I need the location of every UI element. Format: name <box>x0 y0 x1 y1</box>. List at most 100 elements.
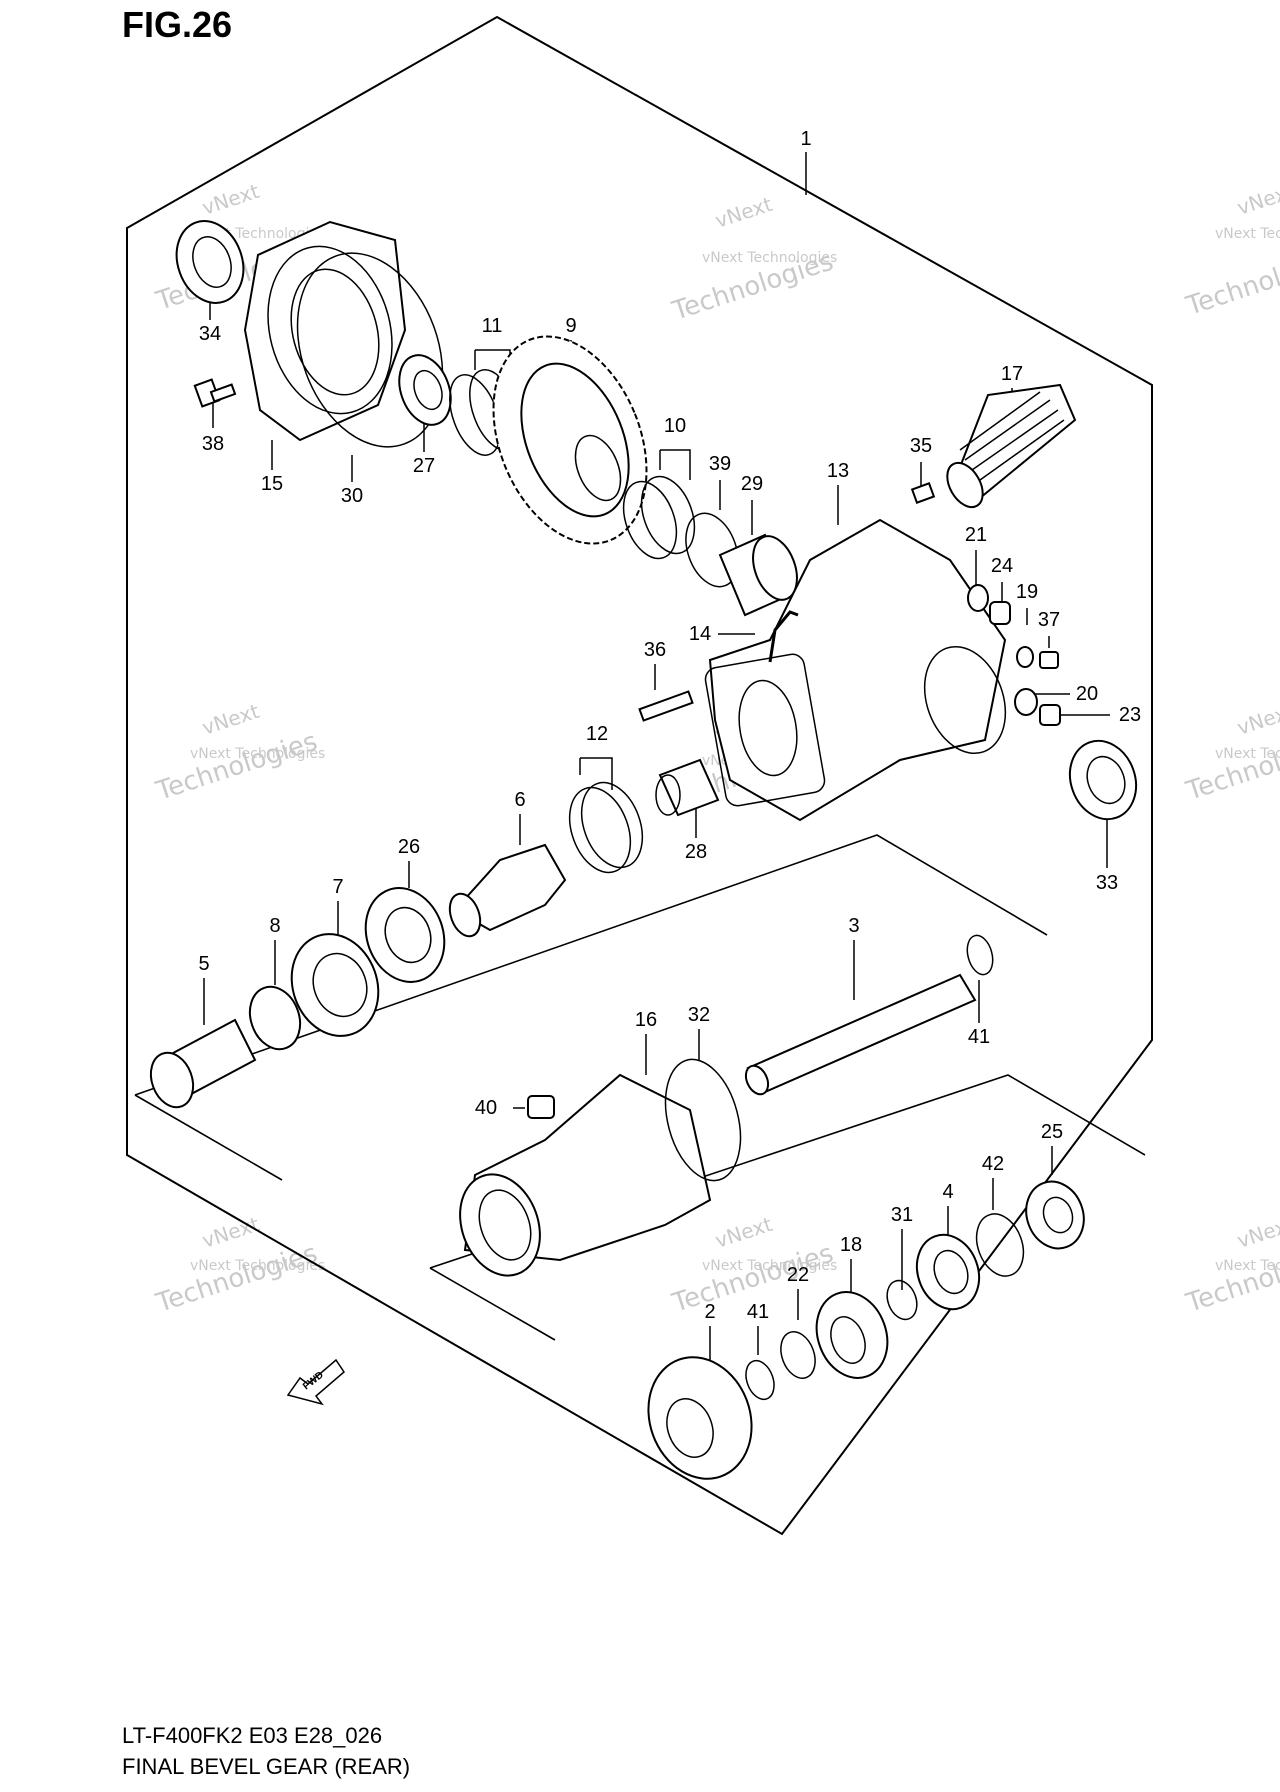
callout-c37: 37 <box>1038 609 1060 631</box>
bolt-37 <box>1039 651 1059 669</box>
nut-40 <box>527 1095 555 1119</box>
needle-bearing-28 <box>655 758 720 817</box>
watermark: vNext <box>1234 1212 1280 1253</box>
circlip-41-upper <box>966 934 994 976</box>
shims-10 <box>622 475 696 560</box>
callout-c23: 23 <box>1119 704 1141 726</box>
leader-lines <box>203 152 1110 1370</box>
callout-c1: 1 <box>800 128 811 150</box>
washer-21 <box>967 584 989 612</box>
watermark: vNext <box>199 179 262 220</box>
callout-c22: 22 <box>787 1264 809 1286</box>
watermark: vNext Technologies <box>1215 226 1280 242</box>
oil-seal-34 <box>175 220 245 304</box>
watermark: vNext Technologies <box>702 1258 837 1274</box>
callout-c4: 4 <box>942 1181 953 1203</box>
callout-c41a: 41 <box>968 1026 990 1048</box>
needle-bearing-29 <box>718 533 798 617</box>
callout-c3: 3 <box>848 915 859 937</box>
watermark: Technologies <box>152 727 321 807</box>
callout-c2: 2 <box>704 1301 715 1323</box>
callout-c15: 15 <box>261 473 283 495</box>
callout-c34: 34 <box>199 323 221 345</box>
callout-c19: 19 <box>1016 581 1038 603</box>
drain-plug-23 <box>1039 704 1061 726</box>
bearing-27 <box>398 354 452 426</box>
oil-seal-33 <box>1068 739 1138 821</box>
gear-case-13 <box>704 518 1007 822</box>
callout-c33: 33 <box>1096 872 1118 894</box>
callout-c13: 13 <box>827 460 849 482</box>
bearing-25 <box>1025 1180 1085 1250</box>
pinion-group-box <box>134 834 1048 1096</box>
callout-c11: 11 <box>482 315 503 337</box>
callout-c24: 24 <box>991 555 1013 577</box>
pinion-gear-6 <box>448 843 567 938</box>
callout-c6: 6 <box>514 789 525 811</box>
bearing-7 <box>290 933 380 1037</box>
group-box-edge <box>134 1094 283 1181</box>
watermark: vNext <box>712 1212 775 1253</box>
callout-c36: 36 <box>644 639 666 661</box>
ring-22 <box>780 1331 816 1379</box>
callout-c10: 10 <box>664 415 686 437</box>
model-code: LT-F400FK2 E03 E28_026 <box>122 1723 383 1748</box>
callout-c17: 17 <box>1001 363 1023 385</box>
housing-cover-15 <box>243 220 407 442</box>
watermark: vNext <box>712 192 775 233</box>
breather-14 <box>768 610 799 663</box>
callout-c38: 38 <box>202 433 224 455</box>
stud-36 <box>638 690 694 722</box>
dust-cover-18 <box>815 1291 889 1379</box>
callout-c29: 29 <box>741 473 763 495</box>
boot-2 <box>647 1356 753 1480</box>
gasket-20 <box>1014 688 1038 716</box>
watermark: vNext Technologies <box>1215 1258 1280 1274</box>
callout-c26: 26 <box>398 836 420 858</box>
watermark: Technologies <box>1182 727 1280 807</box>
watermark: vNext Technologies <box>190 746 325 762</box>
ring-39 <box>685 512 739 588</box>
watermark: vNext Technologies <box>1215 746 1280 762</box>
watermark: vNext Technologies <box>702 250 837 266</box>
watermark: vNext <box>199 1212 262 1253</box>
watermark: Technologies <box>1182 1239 1280 1319</box>
oil-seal-4 <box>915 1233 981 1311</box>
callout-c12: 12 <box>586 723 608 745</box>
callout-c30: 30 <box>341 485 363 507</box>
sleeve-5 <box>149 1018 257 1109</box>
assembly-outline <box>126 15 1153 1536</box>
callout-c32: 32 <box>688 1004 710 1026</box>
spacer-8 <box>248 985 302 1051</box>
callout-c41b: 41 <box>747 1301 769 1323</box>
propeller-shaft-3 <box>744 973 977 1096</box>
ring-31 <box>886 1279 918 1321</box>
o-ring-30 <box>296 252 444 448</box>
shims-12 <box>568 781 644 874</box>
watermark: vNext Technologies <box>190 1258 325 1274</box>
watermark: Technologies <box>152 1239 321 1319</box>
washer-19 <box>1016 646 1034 668</box>
ring-gear-9 <box>492 335 648 545</box>
callout-c20: 20 <box>1076 683 1098 705</box>
circlip-41-lower <box>745 1359 775 1401</box>
watermark: vNext <box>199 699 262 740</box>
fwd-arrow-icon: FWD <box>286 1358 345 1406</box>
callout-c14: 14 <box>689 623 711 645</box>
plug-24 <box>989 601 1011 625</box>
circlip-42 <box>975 1213 1025 1277</box>
o-ring-32 <box>664 1058 742 1182</box>
callout-c35: 35 <box>910 435 932 457</box>
boot-17 <box>946 383 1077 509</box>
callout-c7: 7 <box>332 876 343 898</box>
callout-c21: 21 <box>965 524 987 546</box>
callout-c16: 16 <box>635 1009 657 1031</box>
callout-c28: 28 <box>685 841 707 863</box>
callout-c27: 27 <box>413 455 435 477</box>
callout-c40: 40 <box>475 1097 497 1119</box>
callout-c5: 5 <box>198 953 209 975</box>
diagram-title: FINAL BEVEL GEAR (REAR) <box>122 1754 411 1779</box>
callout-c31: 31 <box>891 1204 913 1226</box>
